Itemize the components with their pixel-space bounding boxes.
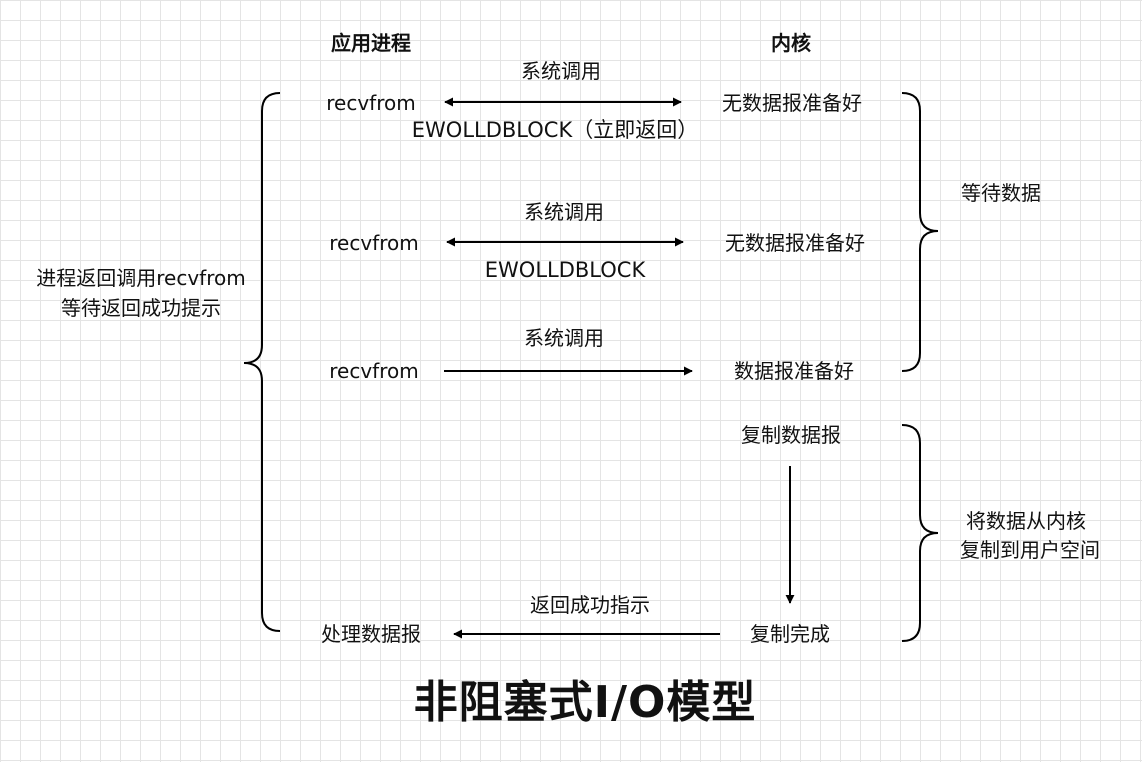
recvfrom-label-2: recvfrom <box>329 231 419 255</box>
recvfrom-label-3: recvfrom <box>329 359 419 383</box>
return-success-label: 返回成功指示 <box>530 593 650 617</box>
kernel-state-1: 无数据报准备好 <box>722 91 862 115</box>
kernel-header: 内核 <box>771 31 811 55</box>
ewouldblock-label-1: EWOLLDBLOCK（立即返回） <box>411 118 699 142</box>
diagram-title: 非阻塞式I/O模型 <box>413 677 757 728</box>
copy-brace <box>901 424 939 642</box>
syscall-label-1: 系统调用 <box>521 59 601 83</box>
wait-brace <box>901 92 939 372</box>
handle-datagram-label: 处理数据报 <box>321 622 421 646</box>
copy-note-line2: 复制到用户空间 <box>960 538 1100 562</box>
copy-note-line1: 将数据从内核 <box>966 509 1086 533</box>
kernel-state-3: 数据报准备好 <box>734 359 854 383</box>
copy-done-label: 复制完成 <box>750 622 830 646</box>
left-note-line1: 进程返回调用recvfrom <box>36 266 246 290</box>
left-note-line2: 等待返回成功提示 <box>61 296 221 320</box>
syscall-label-3: 系统调用 <box>524 326 604 350</box>
app-process-header: 应用进程 <box>331 31 411 55</box>
left-brace <box>243 92 281 632</box>
kernel-state-2: 无数据报准备好 <box>725 231 865 255</box>
wait-data-note: 等待数据 <box>961 181 1041 205</box>
recvfrom-label-1: recvfrom <box>326 91 416 115</box>
ewouldblock-label-2: EWOLLDBLOCK <box>484 258 646 282</box>
syscall-label-2: 系统调用 <box>524 200 604 224</box>
copy-datagram-label: 复制数据报 <box>741 423 841 447</box>
